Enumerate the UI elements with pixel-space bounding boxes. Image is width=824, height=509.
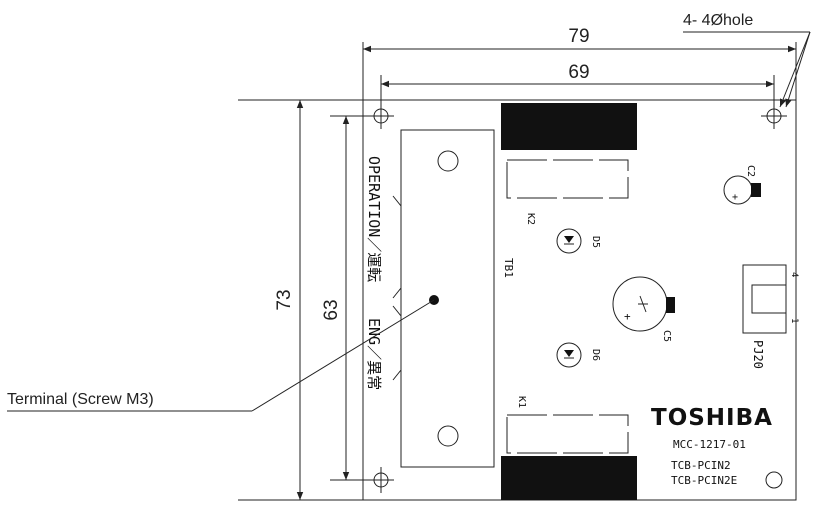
model-number-2: TCB-PCIN2E [671, 474, 737, 487]
dimension-label-79: 79 [568, 26, 589, 47]
black-pad-top [501, 103, 637, 150]
board-code: MCC-1217-01 [673, 438, 746, 451]
silkscreen-tb1: TB1 [502, 258, 515, 278]
terminal-callout-leader [251, 299, 435, 412]
hole-callout-leader-1 [785, 31, 811, 108]
silkscreen-d5: D5 [590, 236, 601, 248]
silkscreen-pin-1: 1 [789, 318, 799, 323]
black-pad-bottom [501, 456, 637, 500]
silkscreen-eng: ENG／異常 [365, 318, 383, 390]
capacitor-c5: + [612, 276, 675, 332]
silkscreen-pj20: PJ20 [751, 340, 765, 369]
terminal-screw-top [437, 150, 459, 172]
dimension-label-63: 63 [321, 299, 342, 320]
silkscreen-pin-4: 4 [789, 272, 799, 277]
silkscreen-d6: D6 [590, 349, 601, 361]
brand-logo: TOSHIBA [651, 405, 773, 431]
svg-text:+: + [732, 192, 738, 203]
hole-callout-leader-2 [779, 31, 811, 108]
dimension-label-73: 73 [274, 289, 295, 310]
silkscreen-k2: K2 [525, 213, 536, 225]
terminal-callout-label: Terminal (Screw M3) [7, 391, 154, 408]
silkscreen-c5: C5 [661, 330, 672, 342]
terminal-bracket-operation [392, 195, 402, 299]
led-d5 [556, 228, 582, 254]
mounting-hole-top-left [368, 103, 394, 129]
mounting-hole-top-right [761, 103, 787, 129]
terminal-screw-bottom [437, 425, 459, 447]
terminal-block-tb1 [400, 129, 495, 468]
relay-k1 [506, 414, 629, 454]
relay-k2 [506, 159, 629, 199]
model-number-1: TCB-PCIN2 [671, 459, 731, 472]
capacitor-c2: + [723, 175, 761, 205]
silkscreen-c2: C2 [745, 165, 756, 177]
svg-text:+: + [624, 310, 631, 323]
mounting-hole-bottom-left [368, 467, 394, 493]
mounting-hole-bottom-right [765, 471, 783, 489]
hole-callout-label: 4- 4Øhole [683, 12, 753, 29]
dimension-label-69: 69 [568, 62, 589, 83]
led-d6 [556, 342, 582, 368]
silkscreen-k1: K1 [516, 396, 527, 408]
connector-pj20 [742, 264, 787, 334]
terminal-bracket-eng [392, 305, 402, 381]
silkscreen-operation: OPERATION／運転 [365, 156, 383, 282]
